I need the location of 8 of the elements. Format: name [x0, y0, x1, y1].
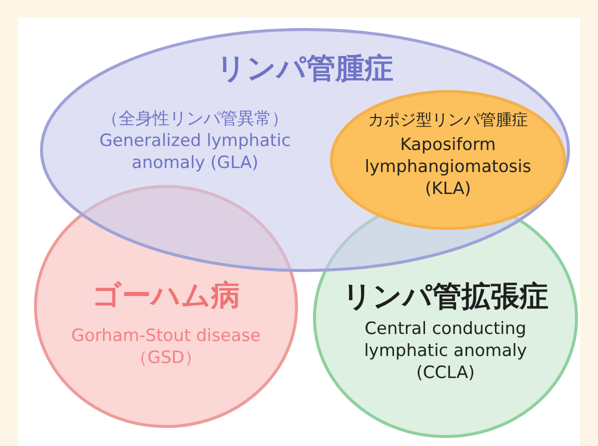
node-description: Kaposiform lymphangiomatosis (KLA) — [364, 134, 532, 200]
node-title: リンパ管腫症 — [216, 50, 394, 87]
node-title: カポジ型リンパ管腫症 — [367, 110, 529, 131]
node-description: Gorham-Stout disease（GSD） — [70, 325, 262, 370]
node-description: Central conducting lymphatic anomaly (CCLA) — [363, 318, 528, 384]
node-title: ゴーハム病 — [91, 277, 241, 314]
node-title: リンパ管拡張症 — [342, 278, 550, 315]
node-description: （全身性リンパ管異常） Generalized lymphatic anomaly (GLA) — [98, 108, 292, 174]
